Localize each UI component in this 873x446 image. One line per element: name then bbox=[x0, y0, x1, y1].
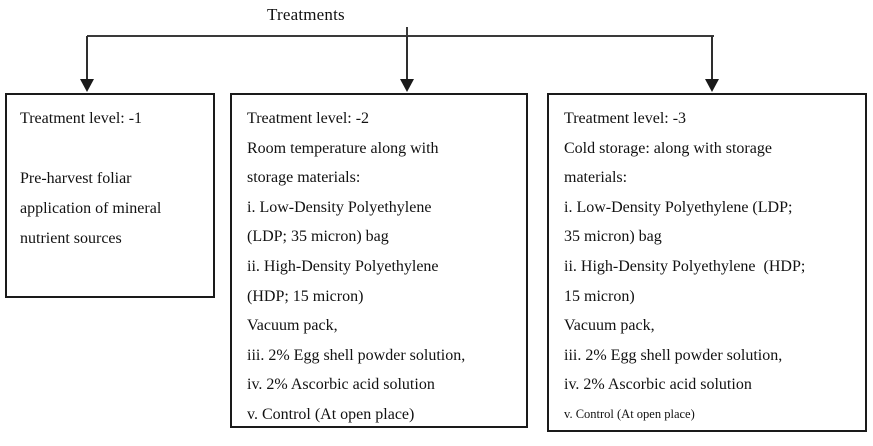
box-text-line: iii. 2% Egg shell powder solution, bbox=[247, 346, 466, 364]
down-arrowhead-icon-left bbox=[80, 79, 94, 92]
box-text-line: v. Control (At open place) bbox=[564, 406, 695, 421]
box-text-line: application of mineral bbox=[20, 200, 162, 217]
box-heading: Treatment level: -2 bbox=[247, 110, 370, 127]
treatment-level-2-box: Treatment level: -2 Room temperature alo… bbox=[230, 93, 528, 428]
box-text-line: v. Control (At open place) bbox=[247, 405, 415, 423]
box-text-line: Vacuum pack, bbox=[247, 317, 338, 335]
connector-line-left bbox=[86, 36, 88, 80]
box-text-line: Vacuum pack, bbox=[564, 317, 655, 335]
box-text-line: iv. 2% Ascorbic acid solution bbox=[247, 376, 435, 394]
connector-line-right bbox=[711, 36, 713, 80]
box-text-line bbox=[20, 134, 205, 164]
box-text-line: iv. 2% Ascorbic acid solution bbox=[564, 376, 752, 394]
box-text-line: i. Low-Density Polyethylene bbox=[247, 198, 432, 216]
box-text-line: storage materials: bbox=[247, 169, 361, 187]
connector-horizontal-line bbox=[87, 35, 714, 37]
box-text-line: Cold storage: along with storage bbox=[564, 139, 772, 157]
box-heading: Treatment level: -3 bbox=[564, 110, 687, 127]
box-text-line: 35 micron) bag bbox=[564, 228, 662, 246]
box-text-line: (LDP; 35 micron) bag bbox=[247, 228, 389, 246]
box-text-line: nutrient sources bbox=[20, 230, 122, 247]
box-text-line: Room temperature along with bbox=[247, 139, 439, 157]
root-connector-stub bbox=[406, 27, 408, 36]
box-heading: Treatment level: -1 bbox=[20, 110, 143, 127]
down-arrowhead-icon-right bbox=[705, 79, 719, 92]
treatment-level-1-box: Treatment level: -1 Pre-harvest foliar a… bbox=[5, 93, 215, 298]
box-text-line: (HDP; 15 micron) bbox=[247, 287, 364, 305]
down-arrowhead-icon-middle bbox=[400, 79, 414, 92]
box-text-line: i. Low-Density Polyethylene (LDP; bbox=[564, 198, 793, 216]
box-text-line: ii. High-Density Polyethylene bbox=[247, 257, 439, 275]
connector-line-middle bbox=[406, 36, 408, 80]
box-text-line: materials: bbox=[564, 169, 628, 187]
box-text-line: 15 micron) bbox=[564, 287, 635, 305]
treatment-level-3-box: Treatment level: -3 Cold storage: along … bbox=[547, 93, 867, 432]
box-text-line: ii. High-Density Polyethylene (HDP; bbox=[564, 257, 806, 275]
box-text-line: Pre-harvest foliar bbox=[20, 170, 132, 187]
box-text-line: iii. 2% Egg shell powder solution, bbox=[564, 346, 783, 364]
flowchart-root-label: Treatments bbox=[267, 5, 345, 24]
